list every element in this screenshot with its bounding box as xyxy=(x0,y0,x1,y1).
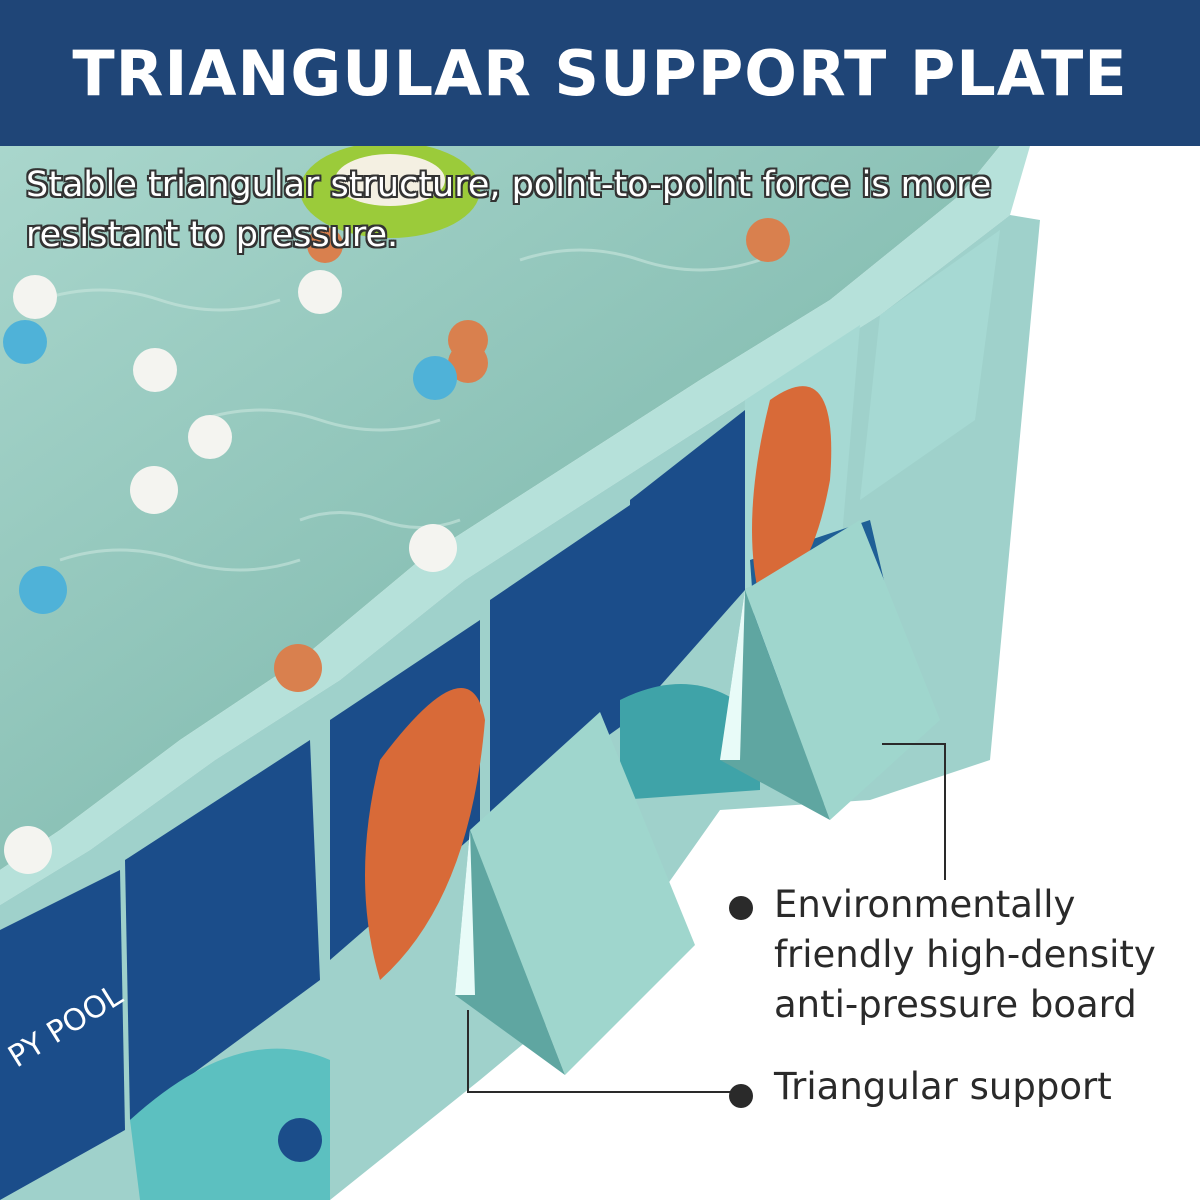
title-banner: TRIANGULAR SUPPORT PLATE xyxy=(0,0,1200,146)
water-ripples xyxy=(39,248,761,572)
callout-support: Triangular support xyxy=(774,1065,1112,1108)
pool-rim xyxy=(0,146,1030,905)
triangular-support-left xyxy=(455,712,695,1075)
float-ring xyxy=(300,146,480,238)
bullet-dot xyxy=(729,896,753,920)
callout-board-line: anti-pressure board xyxy=(774,983,1137,1026)
callout-board: Environmentally friendly high-density an… xyxy=(774,880,1156,1030)
callout-board-line: Environmentally xyxy=(774,883,1076,926)
leader-line-support xyxy=(467,1010,738,1093)
caption-text: Stable triangular structure, point-to-po… xyxy=(26,165,992,255)
pool-illustration: PY POOL xyxy=(0,146,1200,1200)
callout-board-line: friendly high-density xyxy=(774,933,1156,976)
water-surface xyxy=(0,146,1000,870)
callout-leader-lines xyxy=(467,743,946,1093)
orange-accent xyxy=(365,688,485,980)
bullet-dot xyxy=(729,1084,753,1108)
orange-accent xyxy=(752,386,832,600)
banner-title: TRIANGULAR SUPPORT PLATE xyxy=(72,36,1128,110)
play-balls xyxy=(3,218,790,874)
leader-line-board xyxy=(882,743,946,880)
